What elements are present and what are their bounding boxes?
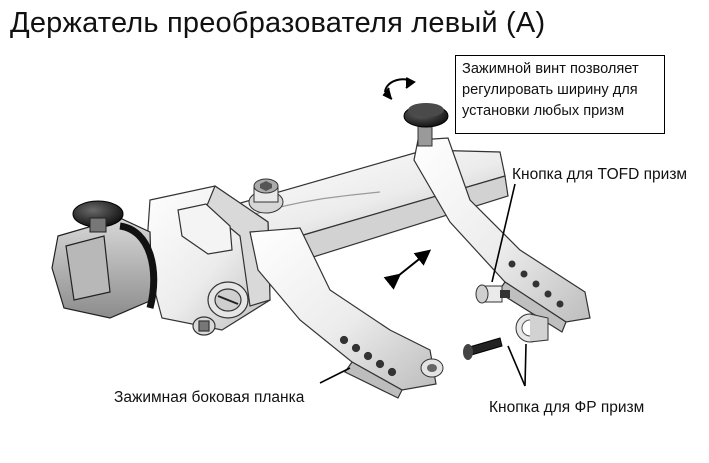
callout-line: Зажимной винт позволяет bbox=[462, 61, 639, 77]
side-plate-pin bbox=[420, 358, 444, 378]
side-clamp-plate bbox=[249, 227, 437, 399]
callout-line: установки любых призм bbox=[462, 103, 625, 119]
pa-button-label: Кнопка для ФР призм bbox=[489, 399, 645, 416]
side-plate-label: Зажимная боковая планка bbox=[114, 389, 305, 406]
width-adjust-arrow-icon bbox=[383, 249, 432, 290]
page-title: Держатель преобразователя левый (А) bbox=[10, 7, 546, 39]
hex-screw bbox=[248, 178, 284, 214]
right-arm bbox=[413, 137, 591, 333]
callout-line: регулировать ширину для bbox=[462, 82, 638, 98]
leader-lines bbox=[319, 183, 527, 387]
left-knob bbox=[72, 200, 124, 233]
left-clamp bbox=[51, 217, 158, 319]
pa-button-ring bbox=[515, 313, 549, 343]
right-arm-holes bbox=[508, 260, 564, 308]
clamping-screw-knob bbox=[403, 103, 449, 147]
slot-screw bbox=[192, 281, 249, 336]
pa-button-screw bbox=[463, 337, 503, 360]
tofd-button-label: Кнопка для TOFD призм bbox=[512, 166, 688, 183]
clamping-screw-callout: Зажимной винт позволяет регулировать шир… bbox=[455, 55, 665, 134]
tofd-button-part bbox=[475, 284, 510, 304]
rotation-arrow-icon bbox=[382, 77, 416, 100]
